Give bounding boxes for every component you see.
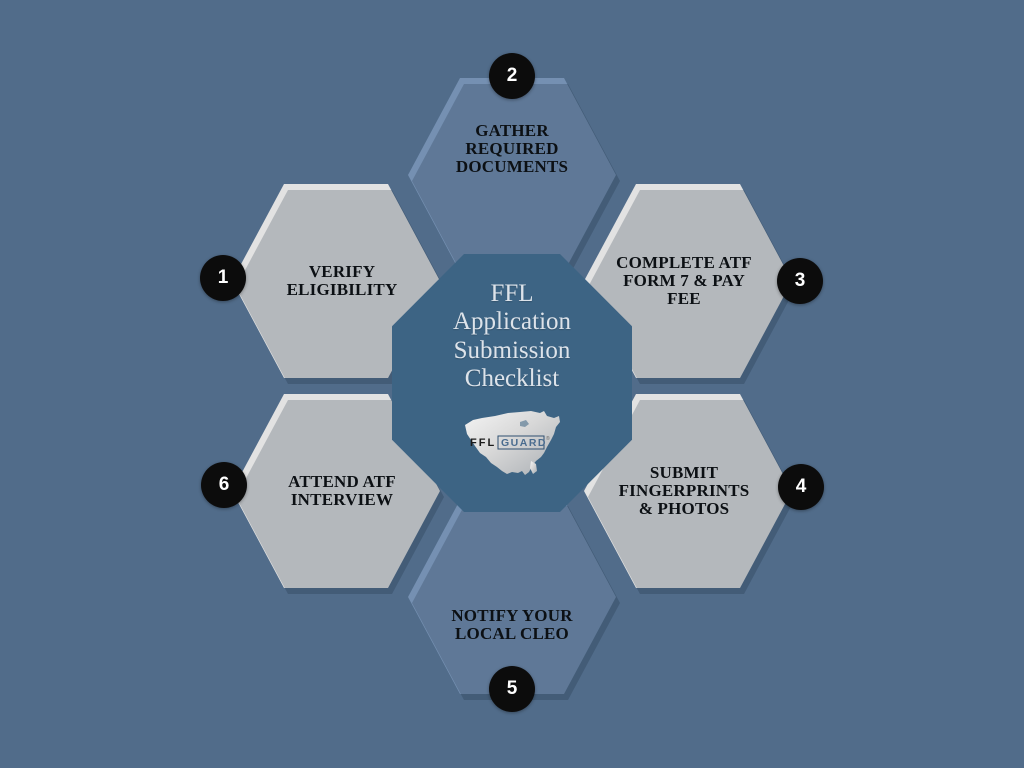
step-badge-5[interactable]: 5 xyxy=(489,666,535,712)
title-line: Application xyxy=(452,308,572,336)
step-badge-4[interactable]: 4 xyxy=(778,464,824,510)
step-label-line: DOCUMENTS xyxy=(455,157,569,176)
step-label-line: LOCAL CLEO xyxy=(455,624,569,643)
step-label-line: NOTIFY YOUR xyxy=(451,605,573,625)
step-label-4: SUBMIT FINGERPRINTS & PHOTOS xyxy=(608,462,760,518)
step-label-line: ATTEND ATF xyxy=(288,471,396,491)
step-label-3: COMPLETE ATF FORM 7 & PAY FEE xyxy=(608,252,760,308)
step-label-6: ATTEND ATF INTERVIEW xyxy=(266,471,418,509)
svg-text:FFL: FFL xyxy=(470,437,496,449)
step-badge-1[interactable]: 1 xyxy=(200,255,246,301)
step-label-line: VERIFY xyxy=(308,261,376,281)
step-badge-3[interactable]: 3 xyxy=(777,258,823,304)
step-label-5: NOTIFY YOUR LOCAL CLEO xyxy=(436,605,588,643)
step-label-line: FINGERPRINTS xyxy=(618,480,750,500)
title-line: FFL xyxy=(490,280,534,307)
center-octagon: FFL Application Submission Checklist xyxy=(392,254,632,512)
step-label-line: REQUIRED xyxy=(465,138,559,158)
step-badge-2[interactable]: 2 xyxy=(489,53,535,99)
step-label-line: FEE xyxy=(667,289,701,308)
step-label-line: FORM 7 & PAY xyxy=(623,270,745,290)
fflguard-logo: FFL GUARD ® xyxy=(456,405,568,479)
svg-text:GUARD: GUARD xyxy=(501,437,547,449)
step-label-line: GATHER xyxy=(475,120,549,140)
step-label-line: & PHOTOS xyxy=(638,499,730,518)
step-label-line: COMPLETE ATF xyxy=(616,252,752,272)
step-label-line: ELIGIBILITY xyxy=(286,280,398,299)
svg-text:®: ® xyxy=(546,435,550,442)
title-line: Submission xyxy=(453,336,571,364)
step-label-1: VERIFY ELIGIBILITY xyxy=(266,261,418,299)
title-line: Checklist xyxy=(464,364,560,392)
step-label-2: GATHER REQUIRED DOCUMENTS xyxy=(436,120,588,176)
step-label-line: INTERVIEW xyxy=(290,490,394,509)
step-badge-6[interactable]: 6 xyxy=(201,462,247,508)
step-label-line: SUBMIT xyxy=(649,462,719,482)
page-title: FFL Application Submission Checklist xyxy=(412,280,612,393)
